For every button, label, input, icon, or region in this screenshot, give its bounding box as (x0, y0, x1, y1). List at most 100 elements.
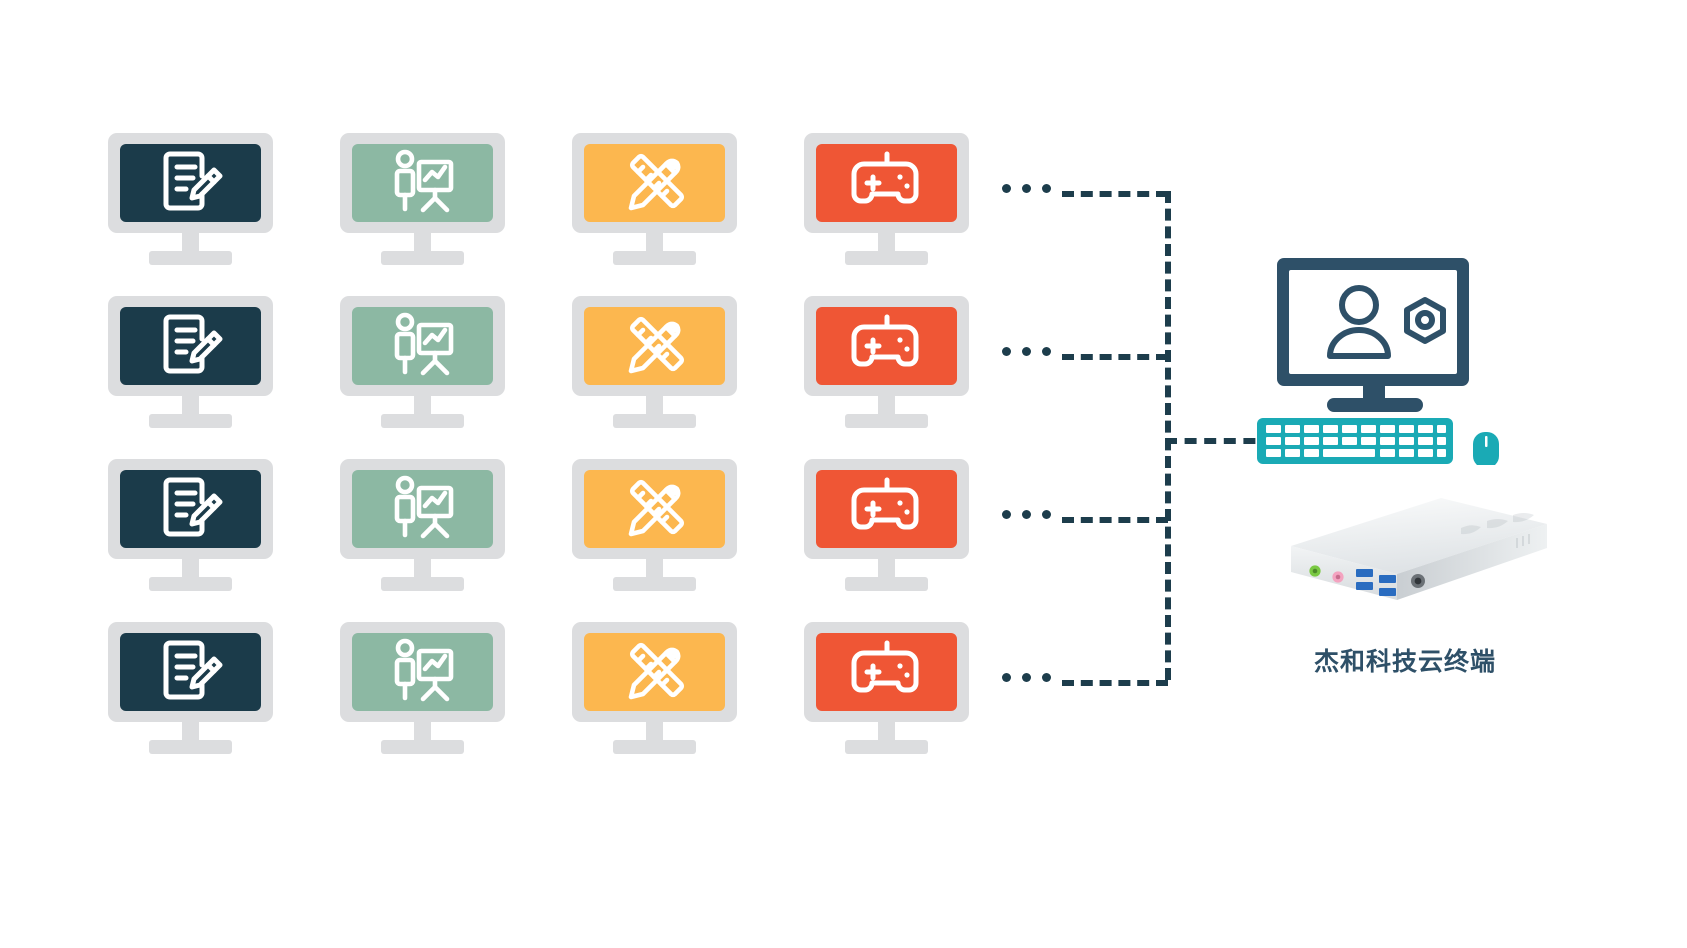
client-monitor-design[interactable] (572, 622, 737, 754)
monitor (108, 459, 273, 591)
gamepad-icon (851, 477, 918, 530)
client-monitor-gaming[interactable] (804, 459, 969, 591)
client-monitor-presentation[interactable] (340, 459, 505, 591)
monitor-foot (381, 740, 464, 754)
client-monitor-doc-edit[interactable] (108, 133, 273, 265)
monitor-foot (613, 414, 696, 428)
mini-pc-top-face (1291, 498, 1547, 574)
monitor-screen (584, 633, 725, 711)
monitor-foot (845, 414, 928, 428)
monitor-neck (646, 396, 663, 418)
monitor-screen (352, 144, 493, 222)
client-monitor-gaming[interactable] (804, 296, 969, 428)
client-monitor-doc-edit[interactable] (108, 296, 273, 428)
ruler-pencil-icon (628, 479, 684, 537)
ellipsis-dot (1042, 673, 1051, 682)
client-monitor-gaming[interactable] (804, 133, 969, 265)
client-monitor-doc-edit[interactable] (108, 622, 273, 754)
monitor-screen (352, 633, 493, 711)
monitor-foot (381, 251, 464, 265)
client-monitor-presentation[interactable] (340, 622, 505, 754)
document-edit-icon (163, 151, 222, 211)
monitor-foot (613, 577, 696, 591)
mini-pc-side-face (1397, 524, 1547, 600)
monitor (572, 296, 737, 428)
ellipsis-dot (1002, 184, 1011, 193)
monitor-foot (845, 251, 928, 265)
monitor (108, 296, 273, 428)
presentation-chart-icon (394, 149, 453, 213)
cloud-terminal-block: 杰和科技云终端 (1255, 250, 1555, 710)
client-monitor-gaming[interactable] (804, 622, 969, 754)
client-monitor-grid (108, 133, 988, 763)
monitor-neck (414, 722, 431, 744)
server-link (1165, 438, 1275, 444)
mouse-icon (1473, 432, 1499, 468)
ellipsis-dot (1042, 347, 1051, 356)
monitor-screen (816, 144, 957, 222)
monitor-neck (414, 396, 431, 418)
gear-icon (1404, 297, 1446, 344)
client-monitor-presentation[interactable] (340, 296, 505, 428)
ruler-pencil-icon (628, 316, 684, 374)
monitor-foot (381, 414, 464, 428)
usb-port-4 (1379, 588, 1396, 596)
client-monitor-presentation[interactable] (340, 133, 505, 265)
monitor-neck (646, 722, 663, 744)
mini-pc (1255, 490, 1555, 625)
monitor-foot (381, 577, 464, 591)
monitor-neck (646, 233, 663, 255)
mini-pc-illustration (1291, 498, 1547, 600)
mini-pc-logo (1461, 513, 1534, 535)
ellipsis-dot (1002, 347, 1011, 356)
user-gear-icon (1327, 285, 1391, 359)
monitor-screen (816, 307, 957, 385)
client-monitor-design[interactable] (572, 133, 737, 265)
ruler-pencil-icon (628, 153, 684, 211)
monitor-screen (816, 470, 957, 548)
branch-row-3 (1062, 517, 1168, 523)
ellipsis-dot (1042, 510, 1051, 519)
client-monitor-design[interactable] (572, 459, 737, 591)
monitor-screen (120, 633, 261, 711)
ellipsis-dot (1022, 510, 1031, 519)
monitor (804, 622, 969, 754)
monitor (804, 296, 969, 428)
client-monitor-design[interactable] (572, 296, 737, 428)
monitor-neck (182, 559, 199, 581)
gamepad-icon (851, 640, 918, 693)
monitor-screen (584, 144, 725, 222)
ellipsis-dot (1022, 347, 1031, 356)
monitor (572, 622, 737, 754)
gamepad-icon (851, 151, 918, 204)
monitor-foot (845, 577, 928, 591)
document-edit-icon (163, 640, 222, 700)
ellipsis-row-4 (1002, 673, 1051, 682)
monitor (572, 459, 737, 591)
workstation-illustration (1257, 258, 1499, 468)
branch-row-4 (1062, 680, 1168, 686)
branch-row-2 (1062, 354, 1168, 360)
document-edit-icon (163, 477, 222, 537)
document-edit-icon (163, 314, 222, 374)
monitor-neck (878, 722, 895, 744)
terminal-monitor-neck (1363, 386, 1385, 400)
ellipsis-row-2 (1002, 347, 1051, 356)
monitor (572, 133, 737, 265)
client-monitor-doc-edit[interactable] (108, 459, 273, 591)
ellipsis-dot (1042, 184, 1051, 193)
presentation-chart-icon (394, 638, 453, 702)
monitor (340, 622, 505, 754)
monitor-neck (182, 396, 199, 418)
mini-pc-vents (1516, 534, 1530, 548)
monitor (804, 459, 969, 591)
ellipsis-dot (1022, 673, 1031, 682)
monitor-neck (878, 396, 895, 418)
presentation-chart-icon (394, 475, 453, 539)
monitor-neck (414, 233, 431, 255)
usb-port-2 (1356, 582, 1373, 590)
monitor-screen (120, 307, 261, 385)
monitor-foot (149, 740, 232, 754)
monitor-foot (613, 251, 696, 265)
